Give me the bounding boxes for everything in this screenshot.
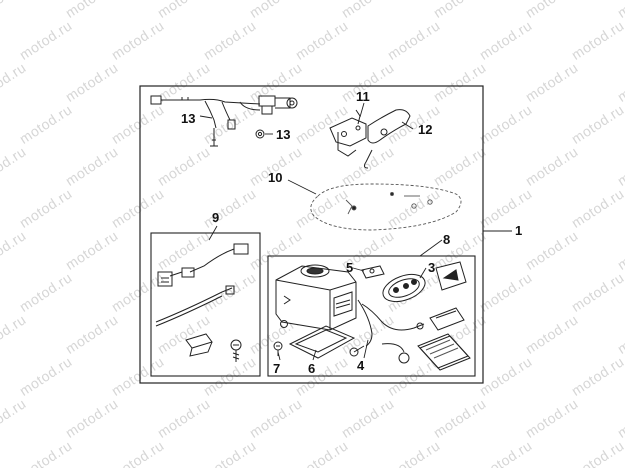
callout-10: 10	[268, 170, 282, 185]
instruction-manual	[417, 333, 471, 371]
key-ring-tag	[381, 343, 410, 364]
callout-8: 8	[443, 232, 450, 247]
clip-part	[185, 333, 213, 357]
callout-5: 5	[346, 260, 353, 275]
callout-13-harness: 13	[181, 111, 195, 126]
alarm-unit	[275, 264, 357, 331]
seat-template	[310, 183, 462, 231]
small-screw-7	[273, 320, 288, 356]
small-fitting-5	[361, 265, 385, 279]
callout-3: 3	[428, 260, 435, 275]
remote-cover	[435, 261, 467, 291]
antenna-wire	[349, 299, 425, 357]
small-nut-part	[255, 129, 265, 139]
callout-12: 12	[418, 122, 432, 137]
alarm-kit-box	[267, 255, 476, 377]
callout-13-part: 13	[276, 127, 290, 142]
mounting-plate	[363, 109, 411, 169]
callout-6: 6	[308, 361, 315, 376]
wire-harness	[150, 95, 298, 147]
callout-9: 9	[212, 210, 219, 225]
cable-tie	[155, 285, 235, 327]
screw-part	[230, 339, 242, 362]
sub-harness	[157, 243, 249, 287]
sub-harness-box	[150, 232, 261, 377]
sensor-plate	[288, 325, 356, 359]
callout-1: 1	[515, 223, 522, 238]
leader-lines	[199, 102, 443, 361]
callout-7: 7	[273, 361, 280, 376]
mounting-bracket	[329, 109, 367, 157]
callout-11: 11	[356, 89, 370, 104]
remote-transmitter	[382, 273, 426, 303]
kit-outer-frame	[139, 85, 484, 384]
sticker-card	[429, 307, 465, 331]
callout-4: 4	[357, 358, 365, 373]
